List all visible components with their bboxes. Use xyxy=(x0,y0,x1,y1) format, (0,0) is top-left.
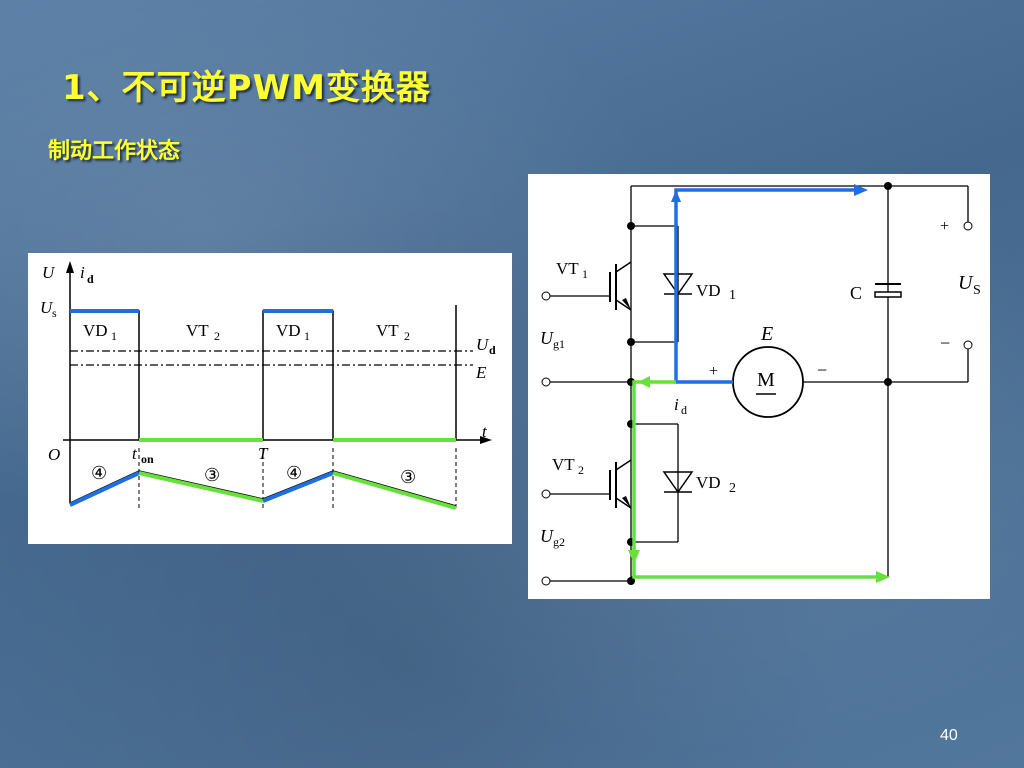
green-arrow-down xyxy=(628,550,640,564)
current-fall-1 xyxy=(138,471,264,503)
interval-sub-1: 1 xyxy=(111,329,117,343)
node-bottom-left xyxy=(627,577,635,585)
page-number: 40 xyxy=(940,727,958,744)
ug2-label: U xyxy=(540,526,554,546)
marker-1: ④ xyxy=(91,463,107,483)
vt1-sub: 1 xyxy=(582,267,588,281)
ud-sub: d xyxy=(489,343,496,357)
motor-minus: − xyxy=(817,360,827,380)
marker-3: ④ xyxy=(286,463,302,483)
interval-label-2: VT xyxy=(186,321,209,340)
waveform-svg: U i d U s t O U d E VD 1 VT 2 VD 1 VT 2 … xyxy=(40,261,496,510)
us-sub: s xyxy=(52,306,57,320)
id-label: i xyxy=(674,395,679,414)
motor-plus: + xyxy=(709,363,718,380)
t-axis-label: t xyxy=(482,422,488,441)
e-label: E xyxy=(475,363,487,382)
vt2-collector xyxy=(615,459,632,471)
green-arrow-right xyxy=(876,571,890,583)
origin-label: O xyxy=(48,445,60,464)
mid-left-terminal xyxy=(541,377,551,387)
axis-i-label: i xyxy=(80,263,85,282)
green-current-path xyxy=(632,380,878,579)
vd2-sub: 2 xyxy=(729,481,736,496)
blue-arrow-right xyxy=(854,184,868,196)
cap-plate-bottom xyxy=(874,291,902,298)
blue-current-path xyxy=(674,188,858,384)
vt1-label: VT xyxy=(556,259,579,278)
id-sub: d xyxy=(681,403,687,417)
marker-2: ③ xyxy=(204,465,220,485)
interval-label-1: VD xyxy=(83,321,108,340)
ug2-terminal xyxy=(541,489,551,499)
marker-4: ③ xyxy=(400,467,416,487)
current-rise-2 xyxy=(262,471,334,503)
vt2-label: VT xyxy=(552,455,575,474)
voltage-waveform xyxy=(70,310,456,441)
node-mid-right xyxy=(884,378,892,386)
green-arrow-left xyxy=(638,376,650,388)
cap-label: C xyxy=(850,283,862,303)
ud-label: U xyxy=(476,335,490,354)
vd2-label: VD xyxy=(696,473,721,492)
axis-i-sub: d xyxy=(87,272,94,286)
us-label: U xyxy=(958,272,974,294)
vt2-emitter xyxy=(615,497,632,509)
us-label: U xyxy=(40,298,54,317)
current-rise-1 xyxy=(69,471,140,507)
vd1-sub: 1 xyxy=(729,288,736,303)
ug1-label: U xyxy=(540,328,554,348)
interval-label-4: VT xyxy=(376,321,399,340)
period-label: T xyxy=(258,444,269,463)
vt2-arrow xyxy=(622,496,631,508)
slide-subtitle: 制动工作状态 xyxy=(48,139,181,164)
y-axis-arrow xyxy=(66,261,74,273)
bottom-left-terminal xyxy=(541,576,551,586)
interval-sub-4: 2 xyxy=(404,329,410,343)
us-minus-terminal xyxy=(963,340,973,350)
ton-label: t xyxy=(132,444,138,463)
vt2-sub: 2 xyxy=(578,463,584,477)
vt1-arrow xyxy=(622,298,631,310)
emf-label: E xyxy=(760,323,773,345)
waveform-diagram: U i d U s t O U d E VD 1 VT 2 VD 1 VT 2 … xyxy=(28,253,512,544)
motor-label: M xyxy=(757,369,775,391)
node-vt1-bottom xyxy=(627,338,635,346)
current-fall-2 xyxy=(332,471,457,510)
ug2-sub: g2 xyxy=(553,535,565,549)
us-minus: − xyxy=(940,333,950,353)
vd2-diode xyxy=(662,471,694,494)
blue-arrow-up xyxy=(671,190,681,202)
interval-sub-3: 1 xyxy=(304,329,310,343)
slide-title: 1、不可逆PWM变换器 xyxy=(62,68,431,108)
circuit-svg: + − U S C VT 1 VD 1 U g1 VT 2 VD 2 U g2 … xyxy=(540,182,981,586)
node-top-right xyxy=(884,182,892,190)
ug1-sub: g1 xyxy=(553,337,565,351)
vt1-collector xyxy=(615,261,632,273)
node-vt1-top xyxy=(627,222,635,230)
us-plus-terminal xyxy=(963,221,973,231)
us-sub: S xyxy=(973,283,981,298)
interval-sub-2: 2 xyxy=(214,329,220,343)
vd1-diode xyxy=(662,273,694,296)
axis-u-label: U xyxy=(42,263,56,282)
vt1-emitter xyxy=(615,299,632,311)
ug1-terminal xyxy=(541,291,551,301)
us-plus: + xyxy=(940,218,949,235)
ton-sub: on xyxy=(141,452,154,466)
vd1-label: VD xyxy=(696,281,721,300)
x-axis-arrow xyxy=(480,436,492,444)
circuit-diagram: + − U S C VT 1 VD 1 U g1 VT 2 VD 2 U g2 … xyxy=(528,174,990,599)
interval-label-3: VD xyxy=(276,321,301,340)
